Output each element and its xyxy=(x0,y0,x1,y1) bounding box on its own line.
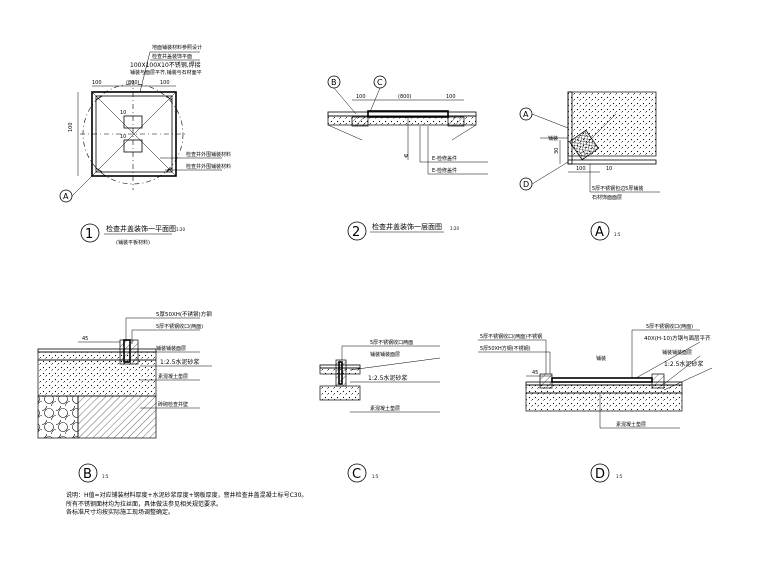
detail-c-callout-3: 1:2.5水泥砂浆 xyxy=(368,374,407,382)
detail-b-callout-4: 1:2.5水泥砂浆 xyxy=(160,358,199,366)
detail-c-scale: 1:5 xyxy=(372,474,379,479)
detail-a-scale: 1:5 xyxy=(614,232,621,237)
detail-b-dim: 45 xyxy=(82,336,88,342)
detail-a-marker-top-label: A xyxy=(523,110,529,119)
detail-b-title-circle xyxy=(78,463,98,483)
plan-dim-mid: (800) xyxy=(126,80,139,86)
detail-b-callout-2: 5厚不锈钢收口(两面) xyxy=(156,323,203,330)
detail-d-label: 铺装 xyxy=(596,355,606,362)
plan-callout-3: 100X100X10不锈钢,焊接 xyxy=(130,61,201,69)
detail-a-dim-horizontal: 100 xyxy=(576,166,586,172)
detail-a-marker-bottom-label: D xyxy=(523,180,529,189)
detail-a-dim-vertical: 30 xyxy=(554,148,560,154)
note-line-2: 所有不锈钢面材均为拉丝面，具体做法参见相关规范要求。 xyxy=(66,500,223,508)
section-dim-right: 100 xyxy=(446,94,456,100)
section-center-mark: Ψ xyxy=(404,154,408,160)
section-title: 检查井盖装饰一层面图 xyxy=(372,222,442,231)
detail-d-scale: 1:5 xyxy=(616,474,623,479)
plan-dim-side: 100 xyxy=(68,122,74,132)
plan-scale: 1:20 xyxy=(176,227,185,232)
plan-callout-right-2: 检查井外围铺装材料 xyxy=(186,163,231,170)
section-title-number: 2 xyxy=(352,225,360,240)
plan-callout-right-1: 检查井外围铺装材料 xyxy=(186,151,231,158)
detail-d-dim: 45 xyxy=(532,370,538,376)
section-callout-2: E-检修盖件 xyxy=(432,167,457,174)
detail-a-label: 铺装 xyxy=(548,135,558,142)
plan-dim-left: 100 xyxy=(92,80,102,86)
detail-b-title-letter: B xyxy=(83,467,92,482)
section-detail: Ψ 100 (800) 100 B C E-检修盖件 E-检修盖件 2 检查井盖… xyxy=(327,75,488,241)
section-marker-b-label: B xyxy=(331,78,337,87)
detail-c-callout-4: 素混凝土垫层 xyxy=(370,405,400,412)
detail-b-callout-6: 砖砌检查井壁 xyxy=(158,401,188,408)
plan-sub-note: (铺装平板材料) xyxy=(116,239,150,246)
drawing-notes: 说明：H值=对应铺装材料厚度+水泥砂浆厚度+钢板厚度，窨井检查井盖混凝土标号C3… xyxy=(66,492,666,518)
plan-callout-4: 铺装与面层平齐,铺装与石材面平 xyxy=(130,69,202,76)
detail-d-title-circle xyxy=(590,463,610,483)
detail-a-dim-small: 10 xyxy=(606,166,612,172)
plan-title: 检查井盖装饰一平面图 xyxy=(106,224,176,233)
detail-b-callout-1: 5厚50XH(不锈钢)方钢 xyxy=(156,310,212,318)
detail-d-title-letter: D xyxy=(595,467,605,482)
note-line-3: 各标准尺寸均按实际施工现场调整确定。 xyxy=(66,509,175,516)
detail-a-title-circle xyxy=(590,221,610,241)
detail-c: 5厚不锈钢收口两面 铺装铺装面层 1:2.5水泥砂浆 素混凝土垫层 C 1:5 xyxy=(319,339,441,483)
detail-a: 30 100 10 铺装 A D 5厚不锈钢包边5厚铺装 石材饰面面层 A 1:… xyxy=(519,91,660,241)
detail-b: 45 5厚50XH(不锈钢)方钢 5厚不锈钢收口(两面) 铺装铺装面层 1:2.… xyxy=(37,310,212,483)
detail-b-scale: 1:5 xyxy=(102,474,109,479)
plan-dim-right: 100 xyxy=(160,80,170,86)
plan-dim-inner-a: 10 xyxy=(120,110,126,116)
plan-callout-2: 检查井盖装饰平面 xyxy=(152,53,192,60)
plan-callout-1: 地面铺装材料参照设计 xyxy=(152,44,202,51)
section-dim-mid: (800) xyxy=(398,94,411,100)
detail-a-title-letter: A xyxy=(595,225,604,240)
detail-c-title-letter: C xyxy=(352,467,361,482)
detail-d-callout-5: 铺装铺装面层 xyxy=(662,349,692,356)
detail-c-callout-2: 铺装铺装面层 xyxy=(370,351,400,358)
detail-d-callout-7: 素混凝土垫层 xyxy=(616,421,646,428)
plan-marker-a-label: A xyxy=(63,192,69,201)
detail-d: 45 5厚不锈钢收口(两面)不锈钢 5厚50XH方钢(不锈钢) 5厚不锈钢收口(… xyxy=(478,323,713,483)
section-callout-1: E-检修盖件 xyxy=(432,155,457,162)
detail-b-callout-3: 铺装铺装面层 xyxy=(156,345,186,352)
detail-d-callout-4: 40X(H-10)方钢与面层平齐 xyxy=(644,334,711,342)
plan-detail: 100 (800) 100 10 10 100 地面铺装材料参照设计 检查井盖装… xyxy=(59,44,231,246)
plan-title-number: 1 xyxy=(85,227,93,242)
detail-d-callout-6: 1:2.5水泥砂浆 xyxy=(664,360,703,368)
detail-d-callout-2: 5厚50XH方钢(不锈钢) xyxy=(480,345,531,352)
detail-d-callout-1: 5厚不锈钢收口(两面)不锈钢 xyxy=(480,333,542,340)
detail-a-callout-2: 石材饰面面层 xyxy=(592,194,622,201)
section-dim-left: 100 xyxy=(356,94,366,100)
detail-c-title-circle xyxy=(347,463,367,483)
detail-c-callout-1: 5厚不锈钢收口两面 xyxy=(370,339,413,346)
detail-b-callout-5: 素混凝土垫层 xyxy=(158,373,188,380)
plan-dim-inner-b: 10 xyxy=(120,134,126,140)
section-scale: 1:20 xyxy=(450,226,459,231)
section-marker-c-label: C xyxy=(377,78,383,87)
section-title-number-circle xyxy=(347,221,367,241)
detail-d-callout-3: 5厚不锈钢收口(两面) xyxy=(646,323,693,330)
plan-title-number-circle xyxy=(80,223,100,243)
detail-a-callout-1: 5厚不锈钢包边5厚铺装 xyxy=(592,185,643,192)
note-line-1: 说明：H值=对应铺装材料厚度+水泥砂浆厚度+钢板厚度，窨井检查井盖混凝土标号C3… xyxy=(66,492,308,499)
